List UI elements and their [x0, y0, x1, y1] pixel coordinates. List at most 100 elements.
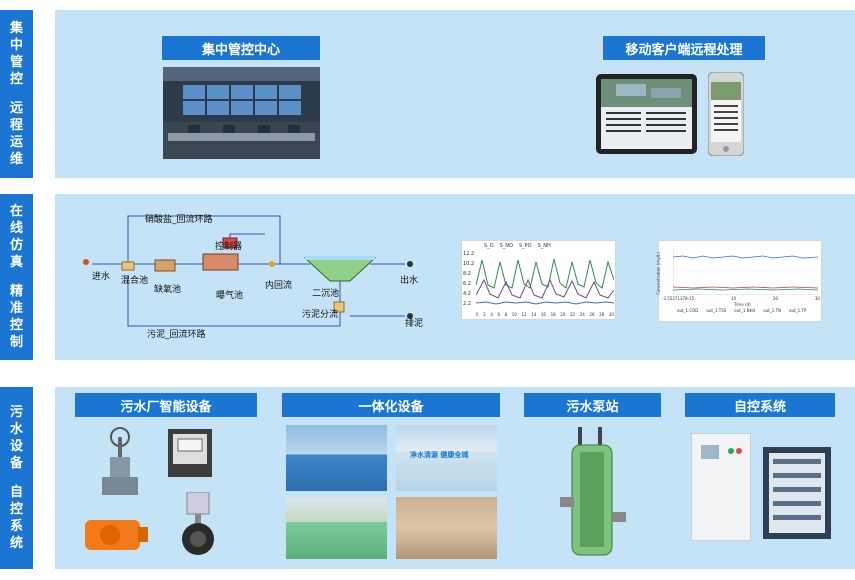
chart2-legend-item: out_1.NH4	[734, 308, 756, 313]
chart1-xtick: 8	[504, 312, 508, 317]
chart2-series-tss	[673, 288, 818, 291]
chart1-ytick: 4.2	[463, 291, 471, 297]
tab-equipment: 污水设备自控系统	[0, 387, 33, 569]
simulation-chart-1: S_O S_NO S_PO S_NH 12.2 10.2 8.2 6.2 4.2…	[461, 240, 616, 320]
tab-char: 控	[9, 72, 23, 87]
tab-char: 维	[9, 152, 23, 167]
chart2-legend-item: out_1.TSS	[706, 308, 727, 313]
label-controller: 控制器	[215, 242, 243, 252]
chart1-xtick: 24	[579, 312, 585, 317]
chart2-xtick: 10	[731, 296, 737, 301]
chart1-series-blue	[476, 301, 614, 305]
chart2-xaxis: -3.55271378-15 10 20 30	[662, 296, 820, 301]
chart1-xtick: 26	[589, 312, 595, 317]
label-inlet: 进水	[92, 272, 111, 282]
inlet-pump-icon	[83, 259, 89, 265]
chart2-xtick: 20	[772, 296, 779, 301]
phone-image	[708, 72, 744, 156]
chart2-xlabel: Time (d)	[734, 302, 751, 307]
label-clarifier: 二沉池	[312, 289, 340, 299]
header-control-center: 集中管控中心	[162, 36, 320, 60]
chart1-xtick: 2	[483, 312, 486, 317]
chart1-xtick: 28	[599, 312, 605, 317]
chart1-series-green	[476, 258, 614, 289]
pump-station-image	[560, 427, 626, 556]
label-discharge: 排泥	[405, 319, 424, 329]
chart1-ytick: 12.2	[463, 251, 475, 257]
panel-equipment: 污水厂智能设备 一体化设备 污水泵站 自控系统 净水清源 健康全城	[55, 387, 855, 569]
tab-char: 远	[9, 101, 23, 116]
tab-char: 集	[9, 21, 23, 36]
chart2-plot	[673, 247, 818, 295]
chart1-ytick: 8.2	[463, 271, 471, 277]
integrated-photo-4	[396, 497, 497, 559]
tab-char: 管	[9, 55, 23, 70]
chart2-series-cod	[673, 255, 818, 259]
chart1-xtick: 10	[511, 312, 517, 317]
chart1-ytick: 10.2	[463, 261, 475, 267]
sludge-split-node	[333, 301, 345, 313]
tab-char: 控	[9, 502, 23, 517]
tab-char: 制	[9, 335, 23, 350]
chart2-xstart: -3.55271378-15	[662, 296, 695, 301]
header-mobile-remote: 移动客户端远程处理	[603, 36, 765, 60]
panel-central-control: 集中管控中心 移动客户端远程处理	[55, 10, 855, 178]
chart1-ytick: 2.2	[463, 301, 471, 307]
header-auto-control: 自控系统	[685, 393, 835, 417]
mix-tank	[121, 261, 135, 271]
process-diagram	[83, 215, 413, 327]
anoxic-tank	[154, 259, 176, 272]
tablet-image	[596, 74, 697, 154]
tab-char: 备	[9, 456, 23, 471]
tab-char: 水	[9, 422, 23, 437]
chart1-xtick: 6	[497, 312, 501, 317]
control-room-photo	[163, 67, 320, 159]
chart2-legend-item: out_1.TP	[789, 308, 807, 313]
chart2-legend-item: out_1.COD	[677, 308, 699, 313]
aeration-tank	[202, 253, 239, 271]
tab-char: 设	[9, 439, 23, 454]
chart2-legend-item: out_1.TN	[763, 308, 782, 313]
label-sludge-loop: 污泥_回流环路	[147, 330, 206, 340]
chart2-ylabel: Concentration (mg/L)	[655, 252, 661, 295]
tab-char: 仿	[9, 238, 23, 253]
tab-char: 线	[9, 221, 23, 236]
label-internal: 内回流	[265, 281, 293, 291]
valve-image	[102, 427, 138, 495]
chart1-ytick: 6.2	[463, 281, 471, 287]
tab-online-simulation: 在线仿真精准控制	[0, 194, 33, 360]
control-cabinet-image	[691, 433, 751, 541]
outlet-icon	[407, 261, 413, 267]
chart1-xtick: 0	[476, 312, 479, 317]
label-anoxic: 缺氧池	[154, 285, 182, 295]
tab-char: 控	[9, 318, 23, 333]
tab-central-control: 集中管控远程运维	[0, 10, 33, 178]
tab-char: 精	[9, 284, 23, 299]
chart2-legend: out_1.COD out_1.TSS out_1.NH4 out_1.TN o…	[677, 308, 817, 313]
chart1-xtick: 4	[490, 312, 493, 317]
controller-box	[222, 237, 238, 249]
chart1-plot	[476, 258, 614, 305]
integrated-photo-1	[286, 425, 387, 491]
chart1-legend-0: S_O	[484, 243, 494, 249]
label-nitrate-loop: 硝酸盐_回流环路	[145, 215, 213, 225]
label-outlet: 出水	[400, 276, 419, 286]
chart1-xtick: 20	[560, 312, 566, 317]
integrated-photo-2-text: 净水清源 健康全城	[410, 451, 469, 459]
header-smart-equipment: 污水厂智能设备	[75, 393, 257, 417]
chart2-series-tn	[673, 286, 818, 289]
chart1-xtick: 16	[540, 312, 546, 317]
flowmeter-image	[182, 492, 214, 555]
header-integrated-equipment: 一体化设备	[282, 393, 500, 417]
header-pump-station: 污水泵站	[524, 393, 661, 417]
tab-char: 真	[9, 255, 23, 270]
plc-panel-image	[763, 447, 831, 539]
tab-char: 运	[9, 135, 23, 150]
analyzer-image	[168, 429, 212, 477]
discharge-icon	[407, 313, 413, 319]
panel-online-simulation: 进水 混合池 缺氧池 曝气池 内回流 二沉池 出水 排泥 污泥分流 硝酸盐_回流…	[55, 194, 855, 360]
label-aeration: 曝气池	[216, 291, 244, 301]
tab-char: 统	[9, 536, 23, 551]
chart1-xtick: 18	[550, 312, 556, 317]
